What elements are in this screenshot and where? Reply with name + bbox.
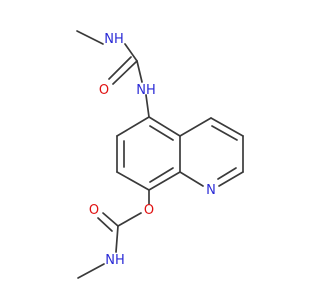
bond-nh-mid-ring (145, 94, 150, 118)
bond-ester-o-c (117, 212, 142, 227)
bond-carbamate-c-o-1 (102, 212, 119, 227)
molecule-structure: NH O NH N O O NH (76, 30, 244, 279)
bond-nh-top-carbonyl (124, 43, 138, 62)
bond-ring-c8-c8a (148, 171, 181, 191)
bond-layer (76, 30, 244, 279)
bond-ring-c7-c8 (116, 171, 150, 191)
atom-o-carbonyl: O (89, 203, 99, 218)
atom-o-urea: O (99, 83, 109, 98)
atom-nh-bottom: NH (105, 253, 125, 268)
bond-nh-bottom-methyl (77, 263, 105, 279)
bond-pyr-c4a-c4 (179, 117, 212, 137)
bond-pyr-c4-c3 (210, 117, 244, 137)
bond-urea-c-o-2 (108, 56, 132, 80)
bond-carbamate-c-o-2 (97, 217, 113, 232)
bond-pyr-c2-n (218, 171, 244, 187)
atom-n-ring: N (206, 183, 216, 198)
bond-pyr-c2-n-inner (217, 167, 237, 180)
bond-ring-c4a-c5-inner (149, 125, 174, 141)
bond-ring-c5-c6 (116, 116, 150, 137)
atom-nh-top: NH (104, 32, 124, 47)
bond-ring-c4a-c5 (148, 116, 181, 137)
bond-ring-c8-c8a-inner (149, 167, 174, 183)
bond-urea-c-o-1 (112, 60, 138, 85)
bond-carbamate-c-nh (115, 225, 119, 253)
bond-pyr-n-c8a (179, 171, 204, 187)
bond-methyl-nh-top (76, 30, 104, 45)
atom-nh-mid: NH (136, 83, 156, 98)
atom-o-ester: O (144, 203, 154, 218)
bond-urea-c-nh (136, 60, 143, 83)
bond-pyr-c4-c3-inner (211, 125, 238, 141)
atom-label-layer: NH O NH N O O NH (89, 32, 216, 268)
structure-canvas: NH O NH N O O NH (76, 30, 244, 279)
